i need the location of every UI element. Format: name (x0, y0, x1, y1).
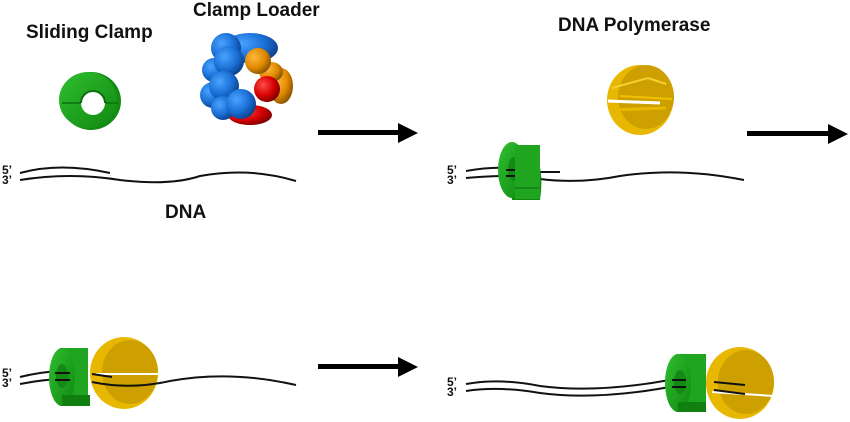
dna-polymerase-label: DNA Polymerase (558, 15, 711, 36)
three-prime-label-2: 3’ (447, 173, 458, 187)
five-prime-label-1: 5’ (2, 163, 13, 177)
five-prime-label-4: 5’ (447, 375, 458, 389)
arrow-step-3 (318, 357, 418, 377)
arrow-step-2 (747, 124, 848, 144)
sliding-clamp-panel-3 (49, 348, 90, 406)
five-prime-label-3: 5’ (2, 366, 13, 380)
clamp-loader-label: Clamp Loader (193, 0, 320, 21)
dna-panel-4 (465, 377, 746, 397)
clamp-loader (200, 33, 293, 125)
dna-label: DNA (165, 202, 207, 223)
sliding-clamp-panel-4 (665, 354, 706, 412)
five-prime-label-2: 5’ (447, 163, 458, 177)
polymerase-panel-4 (706, 347, 775, 419)
three-prime-label-4: 3’ (447, 385, 458, 399)
three-prime-label-1: 3’ (2, 173, 13, 187)
dna-panel-1 (19, 166, 297, 184)
sliding-clamp-on-dna (498, 142, 542, 200)
dna-polymerase (607, 65, 674, 135)
three-prime-label-3: 3’ (2, 376, 13, 390)
polymerase-panel-3 (90, 337, 158, 409)
arrow-step-1 (318, 123, 418, 143)
sliding-clamp (59, 72, 121, 130)
sliding-clamp-label: Sliding Clamp (26, 22, 153, 43)
